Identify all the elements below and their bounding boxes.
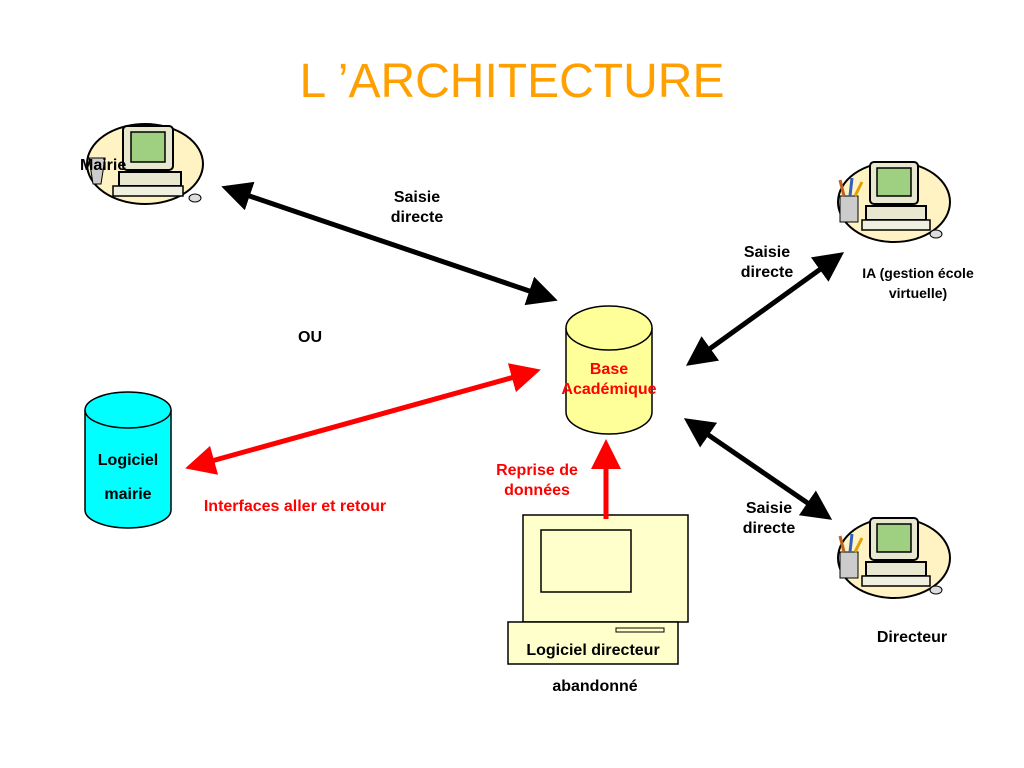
ou-label: OU (298, 329, 322, 346)
ia-base-arrow (685, 252, 845, 366)
abandonne-label: abandonné (552, 678, 638, 695)
page-title: L ’ARCHITECTURE (299, 55, 725, 108)
saisie-directe-directeur-label: Saisie directe (742, 500, 796, 537)
directeur-label: Directeur (876, 629, 948, 646)
mairie-base-arrow (221, 181, 558, 306)
base-academique-cylinder (565, 305, 653, 435)
saisie-directe-mairie-label: Saisie directe (390, 189, 444, 226)
logiciel-directeur-computer-icon (507, 514, 689, 665)
mairie-label: Mairie (80, 157, 127, 174)
mairie-computer-icon (86, 123, 204, 205)
reprise-label: Reprise de données (496, 462, 578, 499)
logiciel-mairie-label-1: Logiciel (97, 452, 159, 469)
base-academique-label: Base Académique (561, 361, 657, 398)
interfaces-arrow (185, 363, 541, 475)
interfaces-label: Interfaces aller et retour (203, 498, 387, 515)
ia-computer-icon (837, 161, 951, 243)
directeur-base-arrow (683, 418, 833, 520)
ia-label: IA (gestion école virtuelle) (862, 265, 974, 301)
logiciel-directeur-label: Logiciel directeur (526, 642, 660, 659)
directeur-computer-icon (837, 517, 951, 599)
logiciel-mairie-cylinder (84, 391, 172, 529)
logiciel-mairie-label-2: mairie (104, 486, 152, 503)
saisie-directe-ia-label: Saisie directe (740, 244, 794, 281)
